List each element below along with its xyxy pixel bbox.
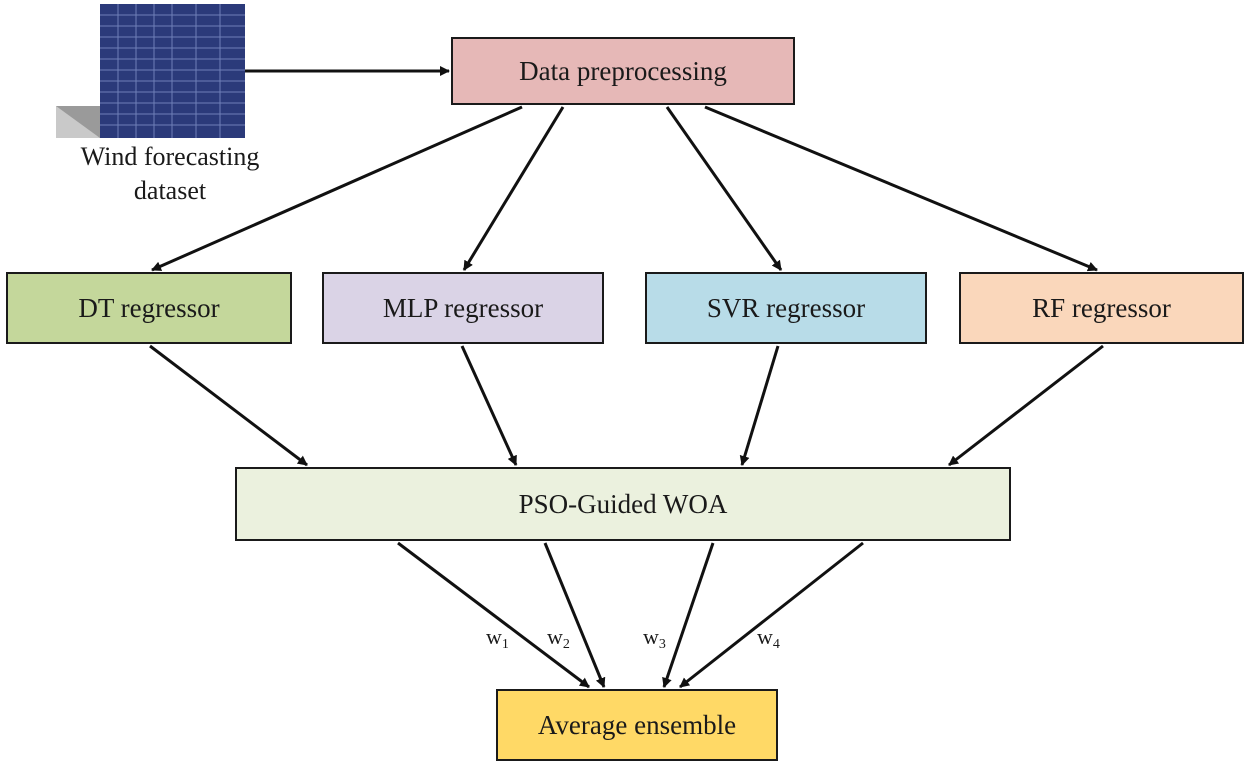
weight-label-w2: w2: [547, 624, 570, 652]
rf-regressor-node: RF regressor: [959, 272, 1244, 344]
pso-guided-woa-node: PSO-Guided WOA: [235, 467, 1011, 541]
dataset-label: Wind forecasting dataset: [40, 140, 300, 208]
spreadsheet-icon: [56, 4, 245, 138]
average-ensemble-node: Average ensemble: [496, 689, 778, 761]
edge-rf-woa: [948, 344, 1104, 467]
weight-label-w4: w4: [757, 624, 780, 652]
mlp-regressor-node: MLP regressor: [322, 272, 604, 344]
edge-preprocessing-svr: [665, 106, 783, 271]
edge-preprocessing-mlp: [462, 106, 565, 271]
edge-woa-ensemble-w1: [397, 541, 590, 689]
edge-preprocessing-rf: [704, 105, 1098, 272]
edge-woa-ensemble-w2: [543, 542, 606, 688]
edge-woa-ensemble-w4: [679, 541, 864, 689]
edge-preprocessing-dt: [151, 105, 523, 272]
dataset-label-line1: Wind forecasting: [80, 142, 260, 171]
weight-label-w3: w3: [643, 624, 666, 652]
data-preprocessing-node: Data preprocessing: [451, 37, 795, 105]
edge-mlp-woa: [460, 345, 518, 466]
svr-regressor-node: SVR regressor: [645, 272, 927, 344]
dt-regressor-node: DT regressor: [6, 272, 292, 344]
weight-label-w1: w1: [486, 624, 509, 652]
edge-dt-woa: [149, 344, 308, 467]
dataset-label-line2: dataset: [133, 176, 207, 205]
edge-woa-ensemble-w3: [662, 542, 715, 688]
edge-svr-woa: [739, 345, 780, 466]
